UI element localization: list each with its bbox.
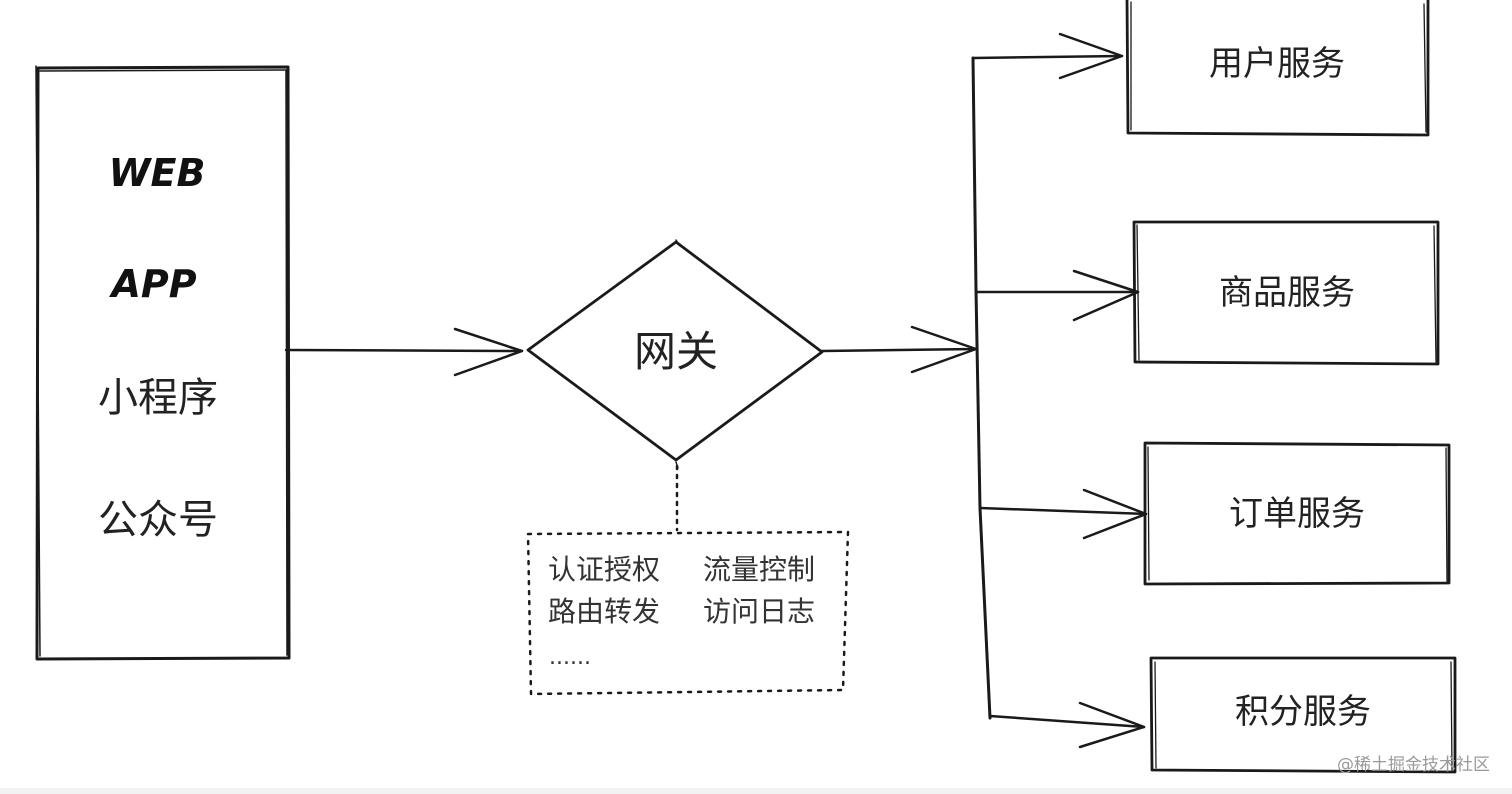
service-box-order <box>1143 441 1451 586</box>
service-box-points <box>1149 656 1457 774</box>
note-auth: 认证授权 <box>548 553 660 586</box>
client-web: WEB <box>109 151 206 195</box>
service-label-user: 用户服务 <box>1209 44 1345 84</box>
note-ellipsis: ...... <box>549 645 591 670</box>
branch-arrow-points <box>988 701 1146 749</box>
service-label-product: 商品服务 <box>1219 273 1355 313</box>
client-official-account: 公众号 <box>98 497 218 543</box>
client-app: APP <box>108 262 196 306</box>
service-box-user <box>1125 0 1430 137</box>
note-routing: 路由转发 <box>548 595 660 628</box>
client-box <box>35 65 291 661</box>
branch-arrow-product <box>974 269 1140 322</box>
note-access-log: 访问日志 <box>703 595 815 628</box>
branch-arrow-user <box>971 32 1124 80</box>
client-to-gateway-arrow <box>284 327 524 377</box>
service-label-points: 积分服务 <box>1235 692 1371 732</box>
watermark: @稀土掘金技术社区 <box>1337 755 1490 775</box>
gateway-label: 网关 <box>634 327 718 376</box>
service-box-product <box>1132 220 1440 366</box>
service-bus-line <box>971 56 992 720</box>
branch-arrow-order <box>978 488 1148 540</box>
gateway-to-bus-arrow <box>820 325 978 374</box>
note-traffic-control: 流量控制 <box>703 553 815 586</box>
bottom-strip <box>0 788 1512 794</box>
gateway-notes-box <box>526 530 850 696</box>
client-mini-program: 小程序 <box>98 375 218 421</box>
service-label-order: 订单服务 <box>1229 494 1365 534</box>
